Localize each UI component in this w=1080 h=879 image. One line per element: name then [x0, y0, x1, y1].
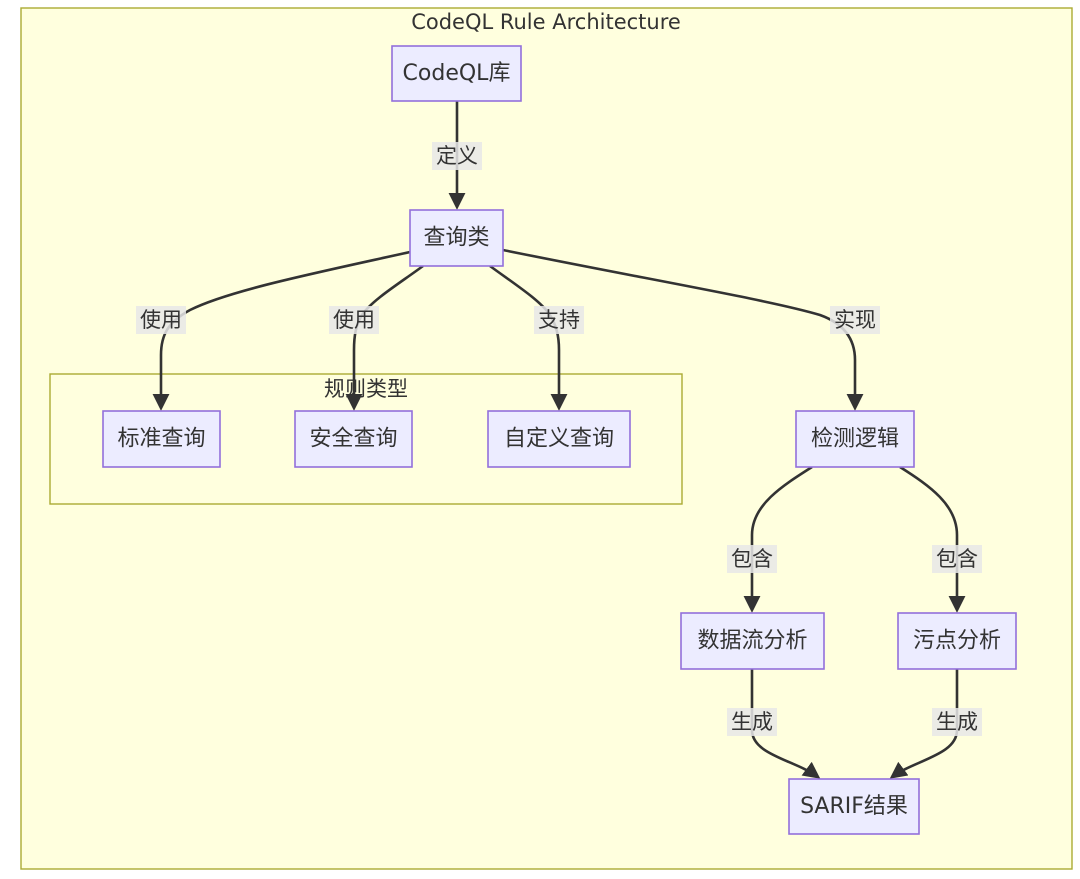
edge-label-background [432, 142, 482, 170]
edge-label-background [932, 545, 982, 573]
node-standard-query: 标准查询 [102, 410, 221, 468]
edge-label-text: 生成 [936, 710, 978, 734]
node-detection-logic: 检测逻辑 [795, 410, 915, 468]
node-query-class: 查询类 [409, 209, 504, 267]
node-label: 污点分析 [913, 629, 1001, 654]
node-sarif-result: SARIF结果 [788, 778, 920, 835]
node-label: 数据流分析 [697, 629, 807, 654]
edge-label-contain-dataflow: 包含 [727, 545, 777, 573]
diagram-title: CodeQL Rule Architecture [411, 10, 681, 34]
node-label: SARIF结果 [800, 794, 908, 819]
edge-label-background [136, 306, 186, 334]
edge-label-text: 实现 [834, 308, 876, 332]
edge-query-class-to-standard-query [152, 250, 411, 411]
node-label: 查询类 [423, 226, 489, 251]
node-box [788, 778, 920, 835]
edge-label-use-standard: 使用 [136, 306, 186, 334]
node-label: CodeQL库 [403, 61, 511, 86]
node-box [795, 410, 915, 468]
node-box [391, 45, 522, 102]
edge-label-background [830, 306, 880, 334]
edge-label-text: 包含 [731, 547, 773, 571]
node-box [102, 410, 221, 468]
edge-detection-logic-to-dataflow-analysis [743, 465, 813, 613]
node-label: 安全查询 [309, 427, 397, 452]
edge-label-background [534, 306, 584, 334]
node-box [680, 612, 825, 670]
edge-label-text: 包含 [936, 547, 978, 571]
edge-label-background [932, 708, 982, 736]
edge-label-background [727, 708, 777, 736]
node-box [409, 209, 504, 267]
edge-label-generate-from-taint: 生成 [932, 708, 982, 736]
edge-label-support-custom: 支持 [534, 306, 584, 334]
edge-label-generate-from-dataflow: 生成 [727, 708, 777, 736]
edge-label-text: 定义 [436, 144, 478, 168]
edge-label-implement-detection: 实现 [830, 306, 880, 334]
edge-labels: 定义 使用 使用 支持 实现 包含 包含 生成 [136, 142, 982, 736]
edge-label-background [329, 306, 379, 334]
edge-label-use-security: 使用 [329, 306, 379, 334]
edge-label-text: 使用 [333, 308, 375, 332]
node-box [294, 410, 413, 468]
nodes: CodeQL库 查询类 标准查询 安全查询 自定义查询 检测逻辑 数据流分析 [102, 45, 1017, 835]
node-box [487, 410, 631, 468]
node-label: 自定义查询 [504, 427, 614, 452]
edge-detection-logic-to-taint-analysis [899, 465, 966, 613]
node-label: 标准查询 [117, 427, 205, 452]
edge-label-text: 使用 [140, 308, 182, 332]
node-taint-analysis: 污点分析 [897, 612, 1017, 670]
node-label: 检测逻辑 [811, 427, 899, 452]
edge-label-background [727, 545, 777, 573]
node-codeql-library: CodeQL库 [391, 45, 522, 102]
edge-label-text: 生成 [731, 710, 773, 734]
rule-types-cluster-title: 规则类型 [324, 377, 408, 401]
edge-query-class-to-detection-logic [502, 248, 864, 411]
edge-label-text: 支持 [538, 308, 580, 332]
node-dataflow-analysis: 数据流分析 [680, 612, 825, 670]
node-security-query: 安全查询 [294, 410, 413, 468]
node-box [897, 612, 1017, 670]
edge-label-contain-taint: 包含 [932, 545, 982, 573]
node-custom-query: 自定义查询 [487, 410, 631, 468]
edge-label-define: 定义 [432, 142, 482, 170]
